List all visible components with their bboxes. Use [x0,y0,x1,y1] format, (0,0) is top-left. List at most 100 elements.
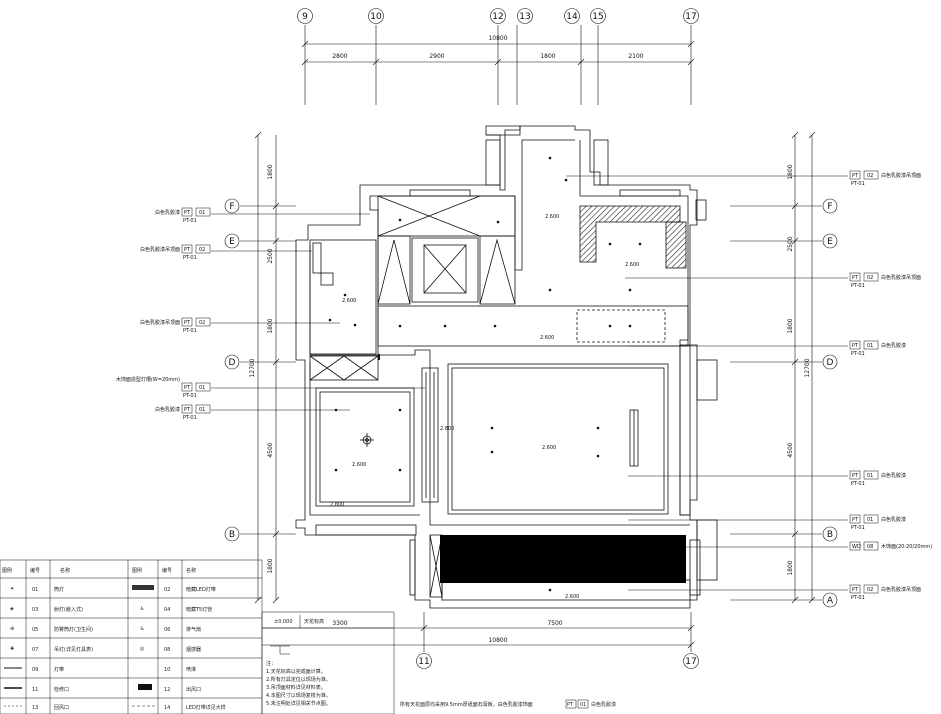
legend-name: 射灯(嵌入式) [54,606,83,613]
tag-number: 01 [580,702,586,708]
pt-code: PT-01 [183,218,197,224]
callout-note: 木饰面(20-20/20mm) [881,543,932,550]
ceiling-level: 2.800 [330,502,344,508]
legend-name: 防雾筒灯(卫生间) [54,626,93,633]
left-total-dimension: 12700 [249,358,256,377]
filled-regions [378,205,687,583]
ceiling-level: 2.600 [545,214,559,220]
pt-code: PT-01 [851,283,865,289]
right-dimension: 1800 [787,560,794,575]
right-grid-axes [730,198,838,608]
callout-note: 白色乳胶漆吊顶面 [140,246,180,253]
pt-tag: PT [852,173,859,179]
grid-axis-label: D [827,358,834,368]
top-grid-axes [297,8,699,105]
top-total-dimension: 10800 [488,35,507,42]
bottom-total-dimension: 10800 [488,637,507,644]
led-strip-symbol [132,585,154,590]
ceiling-level: 2.600 [342,298,356,304]
downlight-icon: ✦ [10,586,14,592]
legend-header: 名称 [60,567,70,574]
left-dimension: 1800 [267,164,274,179]
ceiling-level-labels: 2.600 2.600 2.600 2.600 2.600 2.600 2.80… [330,214,639,600]
grid-axis-label: 15 [592,12,603,22]
legend-code: 14 [164,705,170,711]
grid-axis-label: 13 [519,12,530,22]
legend-name: 暗藏T5灯管 [186,606,212,613]
legend-code: 13 [32,705,38,711]
tag-number: 08 [867,544,873,550]
legend-name: 回风口 [54,705,69,711]
callout-note: 白色乳胶漆吊顶面 [881,586,921,593]
tag-number: 01 [199,210,205,216]
return-vent-symbol [138,684,152,690]
callout-note: 白色乳胶漆 [881,516,906,523]
callout-note: 白色乳胶漆吊顶面 [140,319,180,326]
legend-code: 10 [164,667,170,673]
pt-tag: PT [852,275,859,281]
grid-axis-label: F [229,202,234,212]
top-dimension: 2900 [429,53,444,60]
legend-header: 编号 [30,567,40,574]
bottom-dimension: 7500 [547,620,562,627]
grid-axis-label: 9 [302,12,308,22]
tag-number: 02 [867,587,873,593]
ceiling-level: 2.600 [565,594,579,600]
callout-note: 白色乳胶漆吊顶面 [881,172,921,179]
note-line: 3.吊顶面材料详见材料表。 [266,684,326,691]
legend-name: 排气扇 [186,626,201,633]
grid-axis-label: E [827,237,833,247]
legend-code: 05 [32,627,38,633]
tag-number: 01 [199,385,205,391]
legend-code: 06 [164,627,170,633]
level-mark: ±0.000 [274,619,293,625]
grid-axis-label: 17 [685,12,696,22]
footer-tag [565,699,589,709]
left-callout-leaders [181,207,425,414]
right-callout-notes: 白色乳胶漆吊顶面 白色乳胶漆吊顶面 白色乳胶漆 白色乳胶漆 白色乳胶漆 木饰面(… [881,172,932,593]
wood-veneer-ceiling [440,535,686,583]
note-line: 4.本图尺寸以现场复核为准。 [266,692,331,699]
ceiling-level: 2.600 [352,462,366,468]
left-dimension: 1800 [267,318,274,333]
tag-number: 01 [867,473,873,479]
pt-tag: PT [567,702,574,708]
bottom-dimension: 3300 [332,620,347,627]
legend-header: 图例 [2,567,12,574]
ceiling-level: 2.600 [540,335,554,341]
legend-code: 03 [32,607,38,613]
note-line: 1.天花标高以完成面计算。 [266,668,326,675]
tag-number: 01 [199,407,205,413]
ceiling-level: 2.600 [542,445,556,451]
legend-header: 编号 [162,567,172,574]
left-grid-axes [224,198,296,542]
top-grid-labels: 9 10 12 13 14 15 17 [302,12,697,22]
note-line: 5.未注明处详见相关节点图。 [266,700,331,707]
pt-code: PT-01 [851,181,865,187]
grid-axis-label: B [827,530,833,540]
callout-note: 白色乳胶漆吊顶面 [881,274,921,281]
level-description: 天花标高 [304,618,324,625]
grid-axis-label: 12 [492,12,503,22]
legend-code: 07 [32,647,38,653]
grid-axis-label: F [827,202,832,212]
notes-block [261,611,395,714]
right-total-dimension: 12700 [804,358,811,377]
top-dimension-lines [301,40,695,66]
grid-axis-label: D [229,358,236,368]
left-callout-notes: 白色乳胶漆 白色乳胶漆吊顶面 白色乳胶漆吊顶面 木饰面造型灯槽(W=20mm) … [116,209,180,413]
tag-number: 02 [867,275,873,281]
pt-code: PT-01 [851,595,865,601]
sprinkler-icon: ◎ [140,646,145,652]
top-dimension: 2800 [332,53,347,60]
top-dimension: 1800 [540,53,555,60]
pt-tag: PT [852,587,859,593]
grid-axis-label: 17 [685,657,696,667]
legend-name: 吊灯(详见灯具表) [54,646,93,653]
right-callout-tags: PT 02 PT 02 PT 01 PT 01 PT 01 WD 08 PT 0… [851,173,873,601]
note-line: 2.所有灯具定位以现场为准。 [266,676,331,683]
notes-lines: 注： 1.天花标高以完成面计算。 2.所有灯具定位以现场为准。 3.吊顶面材料详… [266,660,331,707]
pt-tag: PT [852,473,859,479]
pt-code: PT-01 [183,255,197,261]
spotlight-icon: ◈ [10,606,14,612]
